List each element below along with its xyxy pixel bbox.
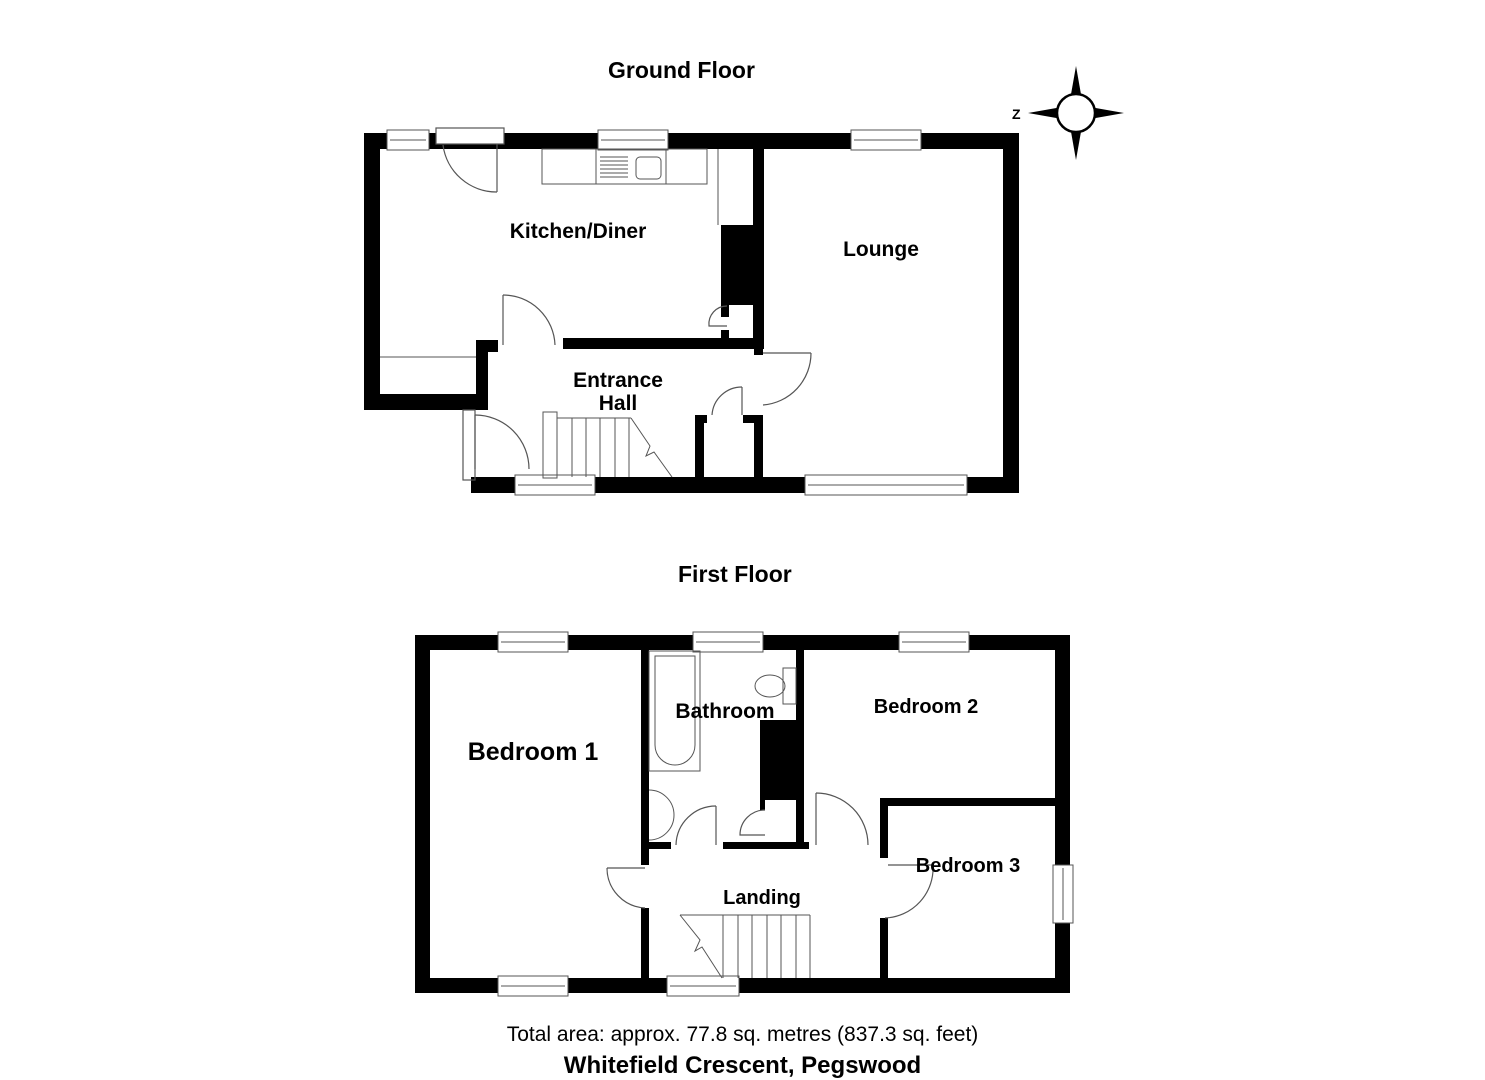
ground-floor-stairs bbox=[542, 411, 673, 479]
ground-floor-title: Ground Floor bbox=[608, 57, 755, 83]
washbasin-icon bbox=[648, 789, 675, 841]
first-floor-doors bbox=[606, 792, 934, 919]
compass-north-label: Z bbox=[1012, 106, 1021, 122]
bathroom-fittings bbox=[648, 650, 797, 841]
ground-floor-windows bbox=[386, 129, 968, 496]
first-floor-stairs bbox=[679, 914, 811, 979]
ground-floor-doors bbox=[435, 127, 812, 481]
ground-floor-plan: Kitchen/Diner Lounge Entrance Hall bbox=[364, 127, 1019, 496]
first-floor-windows bbox=[497, 631, 1074, 997]
room-label-bedroom-1: Bedroom 1 bbox=[468, 738, 599, 766]
room-label-bathroom: Bathroom bbox=[675, 700, 774, 723]
sink-icon bbox=[635, 156, 662, 180]
room-label-entrance: Entrance bbox=[573, 369, 663, 392]
room-label-bedroom-2: Bedroom 2 bbox=[874, 696, 978, 718]
total-area-text: Total area: approx. 77.8 sq. metres (837… bbox=[506, 1023, 979, 1046]
first-floor-walls bbox=[415, 635, 1070, 993]
kitchen-fittings bbox=[380, 148, 719, 358]
room-label-landing: Landing bbox=[723, 887, 801, 909]
room-label-hall: Hall bbox=[599, 392, 638, 415]
room-label-lounge: Lounge bbox=[843, 238, 919, 261]
first-floor-plan: Bedroom 1 Bathroom Bedroom 2 Bedroom 3 L… bbox=[415, 631, 1074, 997]
room-label-bedroom-3: Bedroom 3 bbox=[916, 855, 1020, 877]
ground-floor-walls bbox=[364, 133, 1019, 493]
room-label-kitchen: Kitchen/Diner bbox=[510, 220, 647, 243]
bath-icon bbox=[648, 650, 701, 772]
first-floor-title: First Floor bbox=[678, 561, 792, 587]
property-address: Whitefield Crescent, Pegswood bbox=[563, 1052, 922, 1079]
toilet-icon bbox=[754, 674, 786, 698]
compass-rose-icon: Z bbox=[1012, 66, 1124, 160]
